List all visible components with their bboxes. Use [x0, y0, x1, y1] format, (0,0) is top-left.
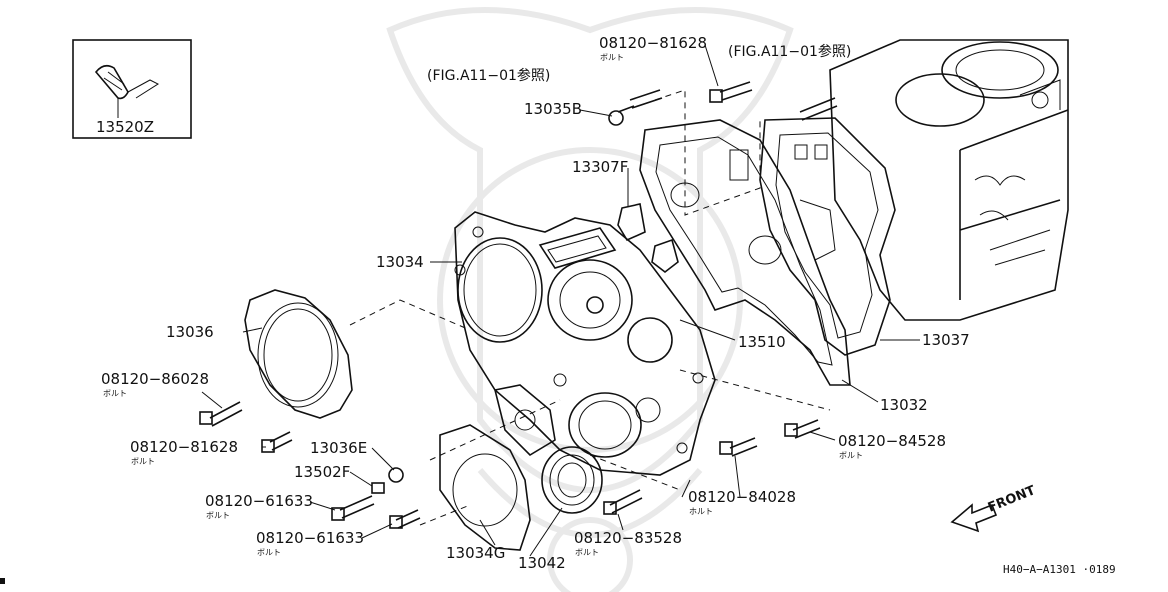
fig-ref-right: (FIG.A11−01参照) [728, 43, 851, 60]
front-label: FRONT [986, 483, 1038, 516]
engine-block [829, 39, 1069, 321]
callout-labels: 13520Z (FIG.A11−01参照) (FIG.A11−01参照) 081… [96, 34, 970, 572]
bolt-group [199, 81, 838, 529]
gasket-13036 [244, 289, 353, 419]
label-13502F: 13502F [294, 463, 350, 481]
cover-13034G [439, 384, 556, 551]
inset-box [72, 39, 192, 139]
label-13036E: 13036E [310, 439, 367, 457]
label-08120-81628-top: 08120−81628 [599, 34, 707, 52]
bolt-word-61633-b: ボルト [257, 548, 281, 557]
label-13037: 13037 [922, 331, 970, 349]
label-08120-86028: 08120−86028 [101, 370, 209, 388]
label-13034G: 13034G [446, 544, 505, 562]
label-13032: 13032 [880, 396, 928, 414]
gasket-13037 [759, 117, 896, 356]
oil-seal-13042 [541, 446, 603, 514]
label-08120-83528: 08120−83528 [574, 529, 682, 547]
gasket-13307F [617, 203, 679, 274]
fig-ref-left: (FIG.A11−01参照) [427, 67, 550, 84]
label-13035B: 13035B [524, 100, 582, 118]
leader-lines [201, 44, 920, 557]
label-13307F: 13307F [572, 158, 628, 176]
bolt-word-top: ボルト [600, 53, 624, 62]
bolt-word-61633-a: ボルト [206, 511, 230, 520]
label-13510: 13510 [738, 333, 786, 351]
label-13034: 13034 [376, 253, 424, 271]
front-arrow-icon: FRONT [950, 483, 1038, 533]
label-13042: 13042 [518, 554, 566, 572]
bolt-word-84528: ボルト [839, 451, 863, 460]
bolt-word-86028: ボルト [103, 389, 127, 398]
label-08120-61633-b: 08120−61633 [256, 529, 364, 547]
gear-case-13034 [454, 211, 716, 476]
watermark-emblem-icon [386, 7, 794, 592]
label-08120-84028: 08120−84028 [688, 488, 796, 506]
label-08120-61633-a: 08120−61633 [205, 492, 313, 510]
bolt-word-84028: ホルト [689, 507, 713, 516]
assembly-lines [349, 89, 831, 526]
bolt-word-83528: ボルト [575, 548, 599, 557]
label-13036: 13036 [166, 323, 214, 341]
label-08120-81628-left: 08120−81628 [130, 438, 238, 456]
bolt-word-81628: ボルト [131, 457, 155, 466]
diagram-code: H40−A−A1301 ·0189 [1003, 563, 1116, 576]
label-13520Z: 13520Z [96, 118, 154, 136]
edge-mark [0, 578, 5, 584]
label-08120-84528: 08120−84528 [838, 432, 946, 450]
